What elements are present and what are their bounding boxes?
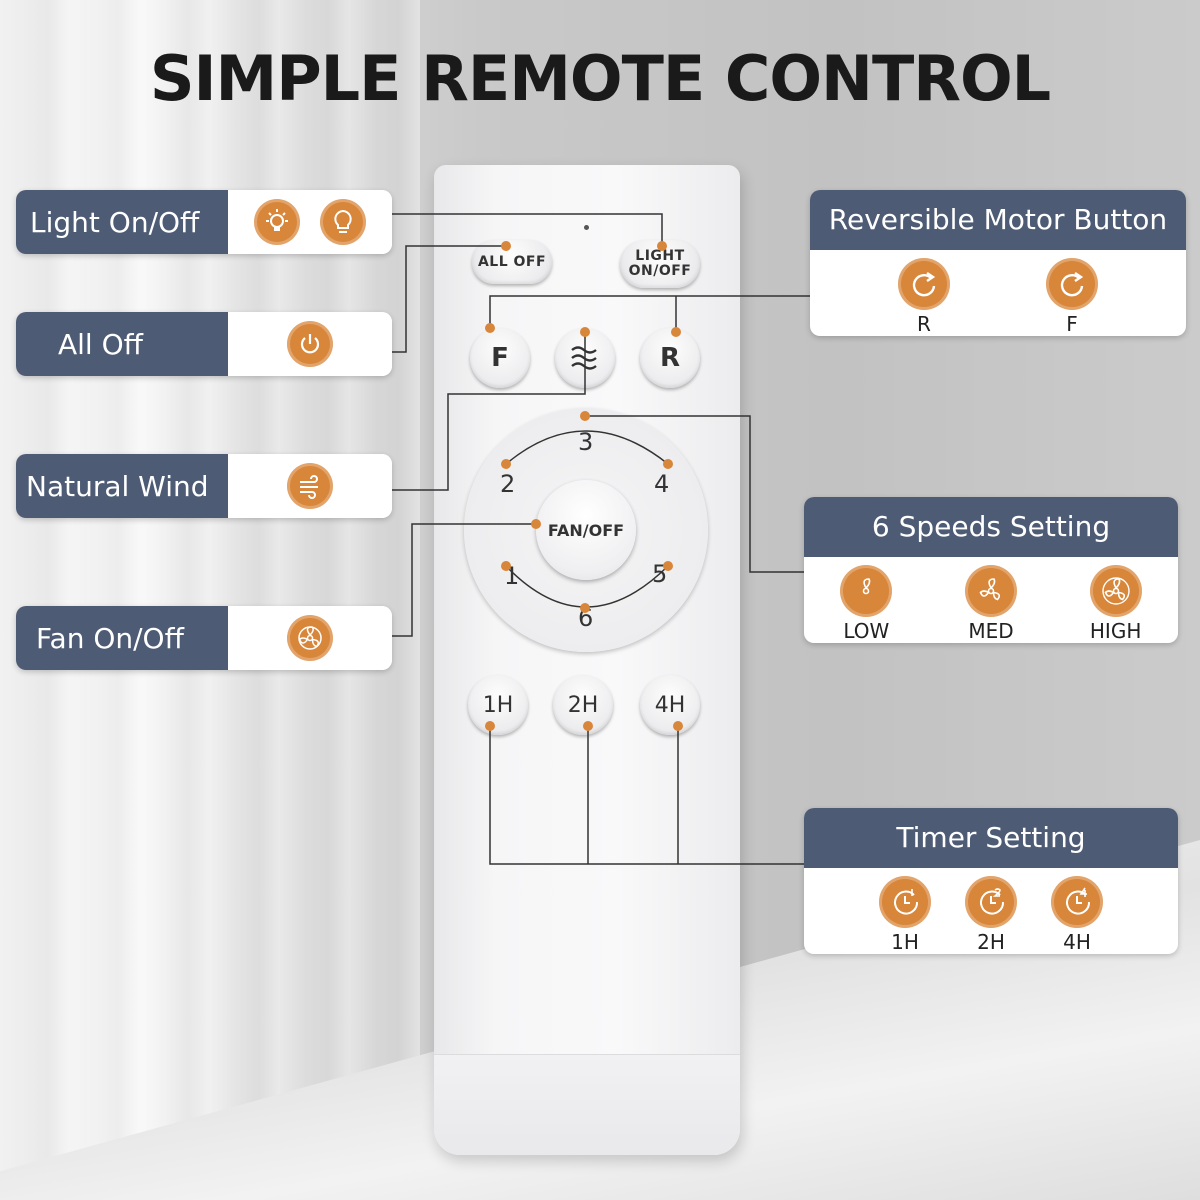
fan-off-label: FAN/OFF: [547, 520, 625, 540]
dot-speed-4: [663, 459, 673, 469]
callout-light-on-off: Light On/Off: [16, 190, 392, 254]
timer-4h-caption: 4H: [1063, 930, 1091, 954]
forward-label: F: [491, 343, 509, 373]
rotate-icon: [898, 258, 950, 310]
all-off-label: ALL OFF: [477, 253, 547, 270]
timer-1h-label: 1H: [482, 692, 514, 718]
timer-2h-label: 2H: [567, 692, 599, 718]
dot-fan: [531, 519, 541, 529]
dot-reverse: [671, 327, 681, 337]
clock-1-icon: [879, 876, 931, 928]
wire-speed-arc-bottom: [505, 565, 669, 608]
callout-all-off-label: All Off: [16, 312, 228, 376]
timer-2h-button[interactable]: 2H: [553, 675, 613, 735]
dot-speed-1: [501, 561, 511, 571]
clock-4-icon: [1051, 876, 1103, 928]
reversible-r-item: R: [898, 258, 950, 336]
speed-med-caption: MED: [968, 619, 1014, 643]
dot-timer-2h: [583, 721, 593, 731]
timer-4h-button[interactable]: 4H: [640, 675, 700, 735]
fan-med-icon: [964, 565, 1017, 617]
rotate-icon: [1046, 258, 1098, 310]
wire-light: [392, 213, 663, 246]
light-label-line1: LIGHT: [635, 248, 685, 264]
wire-fan: [392, 523, 536, 637]
callout-natural-wind: Natural Wind: [16, 454, 392, 518]
timer-1h-caption: 1H: [891, 930, 919, 954]
timer-1h-item: 1H: [879, 876, 931, 954]
speed-4[interactable]: 4: [654, 470, 670, 498]
reversible-f-caption: F: [1066, 312, 1078, 336]
speed-low-caption: LOW: [843, 619, 890, 643]
dot-timer-4h: [673, 721, 683, 731]
callout-fan-on-off: Fan On/Off: [16, 606, 392, 670]
callout-speeds: 6 Speeds Setting LOW MED HIGH: [804, 497, 1178, 643]
speed-2[interactable]: 2: [500, 470, 516, 498]
wire-all-off: [392, 245, 506, 353]
timer-4h-item: 4H: [1051, 876, 1103, 954]
dot-speed-3: [580, 411, 590, 421]
timer-4h-label: 4H: [654, 692, 686, 718]
speed-3[interactable]: 3: [578, 428, 594, 456]
callout-timer: Timer Setting 1H 2H 4H: [804, 808, 1178, 954]
speed-high-caption: HIGH: [1089, 619, 1142, 643]
wind-waves-icon: [571, 346, 597, 370]
wire-timer: [489, 726, 812, 865]
wire-speeds: [585, 415, 804, 573]
speed-high-item: HIGH: [1089, 565, 1142, 643]
callout-reversible-title: Reversible Motor Button: [810, 190, 1186, 250]
reversible-f-item: F: [1046, 258, 1098, 336]
forward-button[interactable]: F: [470, 328, 530, 388]
dot-speed-2: [501, 459, 511, 469]
bulb-icon: [320, 199, 366, 245]
dot-speed-6: [580, 603, 590, 613]
callout-natural-wind-label: Natural Wind: [16, 454, 228, 518]
wind-icon: [287, 463, 333, 509]
light-label-line2: ON/OFF: [628, 263, 692, 279]
sun-bulb-icon: [254, 199, 300, 245]
reverse-button[interactable]: R: [640, 328, 700, 388]
fan-low-icon: [840, 565, 893, 617]
dot-speed-5: [663, 561, 673, 571]
dot-timer-1h: [485, 721, 495, 731]
wire-speed-arc-top: [505, 430, 669, 465]
fan-icon: [287, 615, 333, 661]
callout-all-off: All Off: [16, 312, 392, 376]
fan-high-icon: [1089, 565, 1142, 617]
dot-light: [657, 241, 667, 251]
clock-2-icon: [965, 876, 1017, 928]
timer-2h-caption: 2H: [977, 930, 1005, 954]
wire-natural-wind: [392, 332, 586, 491]
callout-speeds-title: 6 Speeds Setting: [804, 497, 1178, 557]
speed-low-item: LOW: [840, 565, 893, 643]
callout-reversible-motor: Reversible Motor Button R F: [810, 190, 1186, 336]
dot-all-off: [501, 241, 511, 251]
page-title: SIMPLE REMOTE CONTROL: [149, 42, 1051, 115]
wire-reversible: [489, 295, 822, 328]
timer-2h-item: 2H: [965, 876, 1017, 954]
reverse-label: R: [659, 343, 681, 373]
dot-wind: [580, 327, 590, 337]
power-icon: [287, 321, 333, 367]
remote-battery-cover: [434, 1054, 740, 1155]
fan-off-button[interactable]: FAN/OFF: [536, 480, 636, 580]
dot-forward: [485, 323, 495, 333]
reversible-r-caption: R: [917, 312, 931, 336]
all-off-button[interactable]: ALL OFF: [472, 240, 552, 284]
ir-emitter: [584, 225, 589, 230]
callout-fan-label: Fan On/Off: [16, 606, 228, 670]
timer-1h-button[interactable]: 1H: [468, 675, 528, 735]
callout-light-label: Light On/Off: [16, 190, 228, 254]
speed-med-item: MED: [964, 565, 1017, 643]
callout-timer-title: Timer Setting: [804, 808, 1178, 868]
